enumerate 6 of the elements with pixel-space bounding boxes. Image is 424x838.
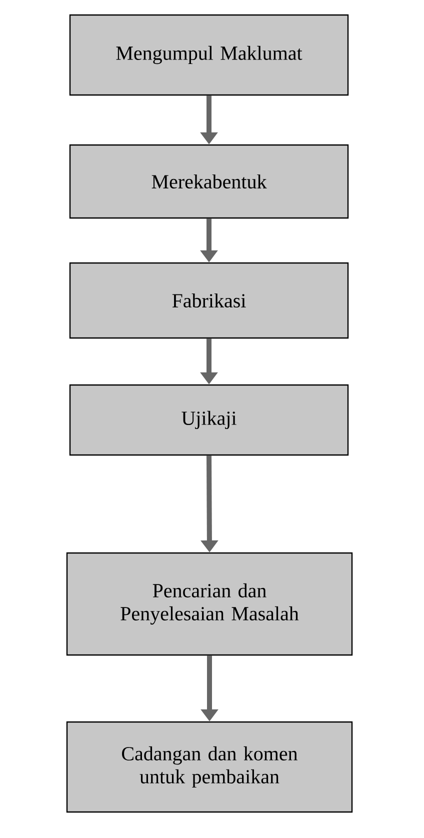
process-box: Mengumpul Maklumat bbox=[69, 14, 349, 96]
process-box: Cadangan dan komen untuk pembaikan bbox=[66, 721, 353, 813]
process-box: Pencarian dan Penyelesaian Masalah bbox=[66, 552, 353, 656]
process-box: Merekabentuk bbox=[69, 144, 349, 219]
process-box: Fabrikasi bbox=[69, 262, 349, 339]
process-box: Ujikaji bbox=[69, 384, 349, 456]
